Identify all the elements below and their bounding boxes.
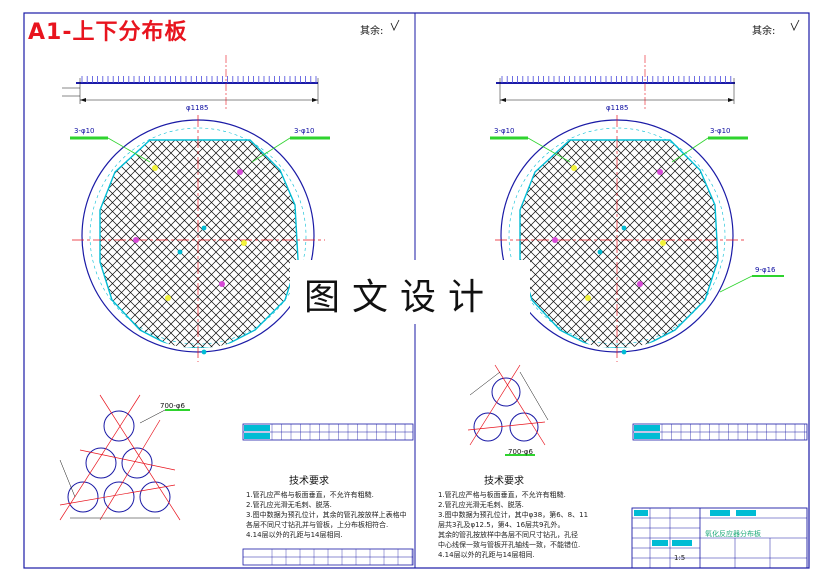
right-bar-dimension: φ1185 (606, 104, 629, 112)
left-tech-notes: 1.管孔应严格与板面垂直，不允许有粗糙. 2.管孔应光滑无毛刺、脱落. 3.图中数据… (246, 490, 407, 540)
watermark-text: 图文设计 (304, 277, 497, 318)
tech-note-line: 2.管孔应光滑无毛刺、脱落. (246, 501, 332, 509)
left-callout-right: 3-φ10 (294, 127, 315, 135)
left-tube-hole-array (99, 139, 299, 348)
tech-note-line: 层共3孔及φ12.5，第4、16层共9孔外。 (438, 521, 565, 529)
left-detail-label: 700-φ6 (160, 402, 185, 410)
right-plate-view (467, 55, 808, 569)
right-side-callout: 9-φ16 (755, 266, 776, 274)
surface-finish-symbols (390, 19, 800, 31)
right-callouts (490, 136, 784, 293)
right-layer-table (632, 423, 808, 441)
left-tech-requirements-title: 技术要求 (289, 476, 329, 487)
title-block (631, 507, 808, 569)
tech-note-line: 中心线保一致与管板开孔轴线一致，不能错位. (438, 541, 581, 549)
left-remainder-note: 其余: (360, 26, 384, 37)
title-block-scale: 1:5 (674, 554, 686, 562)
right-callout-right: 3-φ10 (710, 127, 731, 135)
right-callout-left: 3-φ10 (494, 127, 515, 135)
right-tech-notes: 1.管孔应严格与板面垂直，不允许有粗糙. 2.管孔应光滑无毛刺、脱落. 3.图中数据… (438, 490, 588, 560)
tech-note-line: 3.图中数据为预孔位计，其中φ38，第6、8、11 (438, 511, 589, 519)
right-plate-side-bar (496, 55, 735, 110)
right-remainder-note: 其余: (752, 26, 776, 37)
left-hole-pattern-detail (59, 394, 190, 521)
right-marker-holes (552, 165, 666, 355)
right-tube-hole-array (519, 139, 719, 348)
tech-note-line: 各层不同尺寸钻孔并与管板，上分布板相符合. (246, 521, 389, 529)
left-marker-holes (133, 165, 247, 355)
watermark-box: 图文设计 (290, 260, 530, 324)
tech-note-line: 其余的管孔按放样中各层不同尺寸钻孔，孔径 (438, 531, 578, 539)
left-callout-left: 3-φ10 (74, 127, 95, 135)
title-block-drawing-name: 氧化反应器分布板 (705, 530, 761, 538)
tech-note-line: 4.14层以外的孔距与14层相同. (438, 551, 535, 559)
right-detail-label: 700-φ6 (508, 448, 533, 456)
sheet-border (23, 12, 810, 569)
tech-note-line: 4.14层以外的孔距与14层相同. (246, 531, 343, 539)
tech-note-line: 1.管孔应严格与板面垂直，不允许有粗糙. (438, 491, 566, 499)
left-plate-side-bar (62, 55, 319, 110)
left-layer-table (242, 423, 414, 566)
left-plate-view (59, 55, 414, 566)
tech-note-line: 2.管孔应光滑无毛刺、脱落. (438, 501, 524, 509)
left-bar-dimension: φ1185 (186, 104, 209, 112)
right-tech-requirements-title: 技术要求 (484, 476, 524, 487)
tech-note-line: 1.管孔应严格与板面垂直，不允许有粗糙. (246, 491, 374, 499)
right-hole-pattern-detail (467, 364, 549, 456)
tech-note-line: 3.图中数据为预孔位计，其余的管孔按放样上表格中 (246, 511, 407, 519)
left-callouts (70, 136, 330, 163)
drawing-title: A1-上下分布板 (28, 20, 188, 45)
